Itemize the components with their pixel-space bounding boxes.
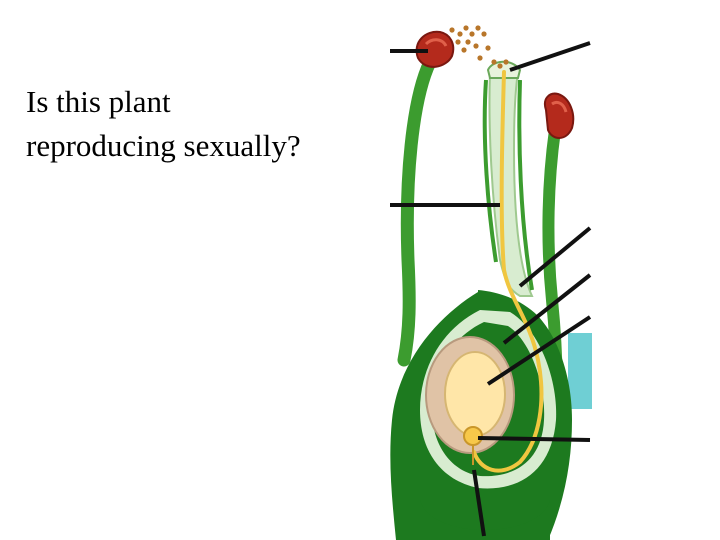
style-tube xyxy=(488,71,534,297)
style-edge xyxy=(482,79,498,263)
anther-right xyxy=(544,92,575,139)
question-text: Is this plant reproducing sexually? xyxy=(26,80,386,168)
question-line-2: reproducing sexually? xyxy=(26,128,301,163)
leader-egg xyxy=(477,436,591,442)
stamen-filament-left xyxy=(397,55,437,367)
style-edge-right xyxy=(517,79,534,291)
leader-ovule xyxy=(486,315,592,386)
embryo-sac xyxy=(444,351,506,437)
callout-box xyxy=(568,333,592,409)
pistil-diagram xyxy=(390,25,592,540)
stigma xyxy=(486,60,522,79)
receptacle xyxy=(420,500,550,540)
leader-lines xyxy=(390,41,592,537)
leader-stigma xyxy=(509,41,591,72)
anther-right-highlight xyxy=(551,100,568,113)
leader-pollen-tube xyxy=(518,226,592,288)
anther-left-highlight xyxy=(424,38,448,47)
question-line-1: Is this plant xyxy=(26,84,171,119)
leader-ovary xyxy=(502,273,592,345)
egg-cell xyxy=(463,426,483,446)
anther-left xyxy=(415,30,455,68)
pollen-grains xyxy=(449,25,509,69)
leader-receptacle xyxy=(472,469,486,537)
pollen-tube xyxy=(472,70,544,473)
